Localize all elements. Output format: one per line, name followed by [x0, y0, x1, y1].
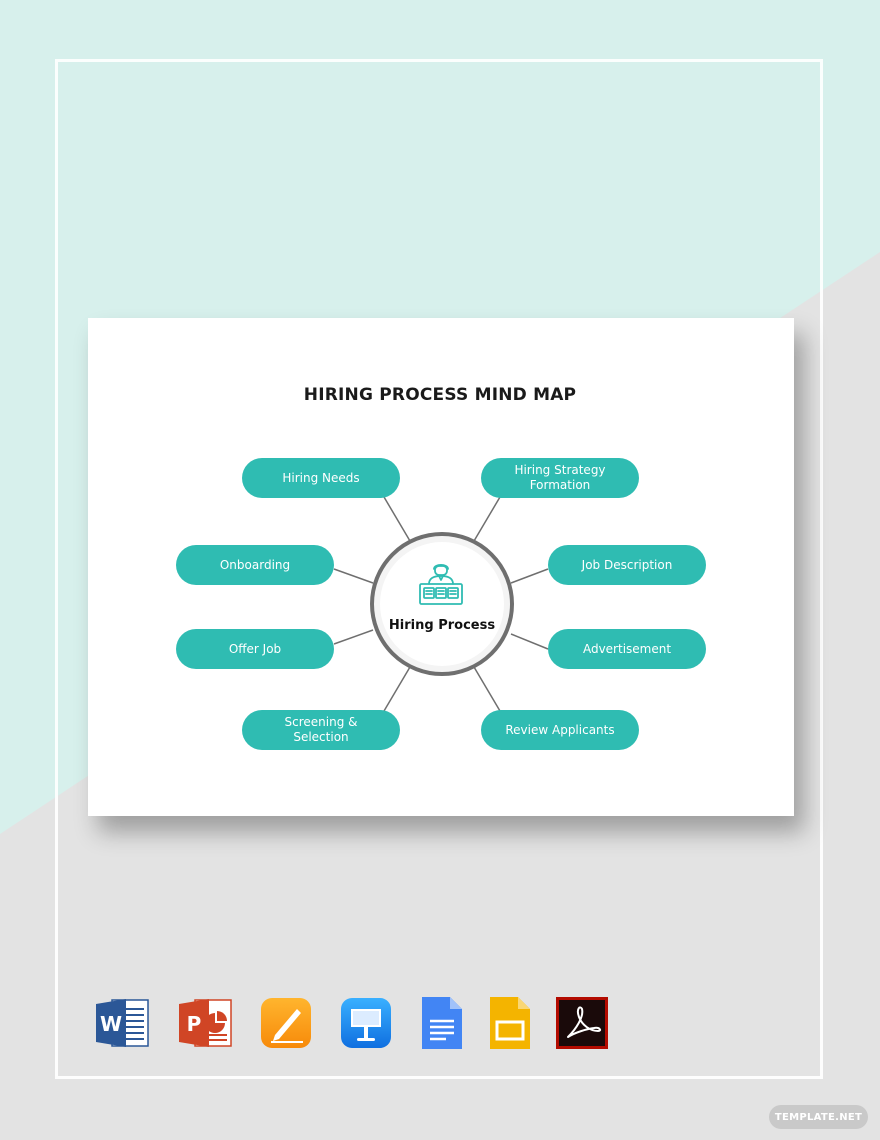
google-docs-icon[interactable]: [416, 995, 472, 1051]
center-node-label: Hiring Process: [388, 618, 496, 633]
powerpoint-icon[interactable]: P: [177, 995, 233, 1051]
template-net-badge[interactable]: TEMPLATE.NET: [769, 1105, 868, 1129]
keynote-icon[interactable]: [339, 995, 395, 1051]
preview-frame: [55, 59, 823, 1079]
format-icons-row: W P: [0, 995, 880, 1055]
svg-text:P: P: [187, 1012, 202, 1036]
node-advertisement: Advertisement: [548, 629, 706, 669]
node-screening-selection: Screening & Selection: [242, 710, 400, 750]
node-review-applicants: Review Applicants: [481, 710, 639, 750]
pages-icon[interactable]: [259, 995, 315, 1051]
google-slides-icon[interactable]: [484, 995, 540, 1051]
recruiter-desk-icon: [419, 563, 463, 605]
node-hiring-needs: Hiring Needs: [242, 458, 400, 498]
svg-text:W: W: [100, 1012, 122, 1036]
node-onboarding: Onboarding: [176, 545, 334, 585]
mind-map-title: HIRING PROCESS MIND MAP: [303, 385, 577, 405]
node-job-description: Job Description: [548, 545, 706, 585]
node-hiring-strategy-formation: Hiring Strategy Formation: [481, 458, 639, 498]
node-offer-job: Offer Job: [176, 629, 334, 669]
acrobat-pdf-icon[interactable]: [554, 995, 610, 1051]
word-icon[interactable]: W: [94, 995, 150, 1051]
